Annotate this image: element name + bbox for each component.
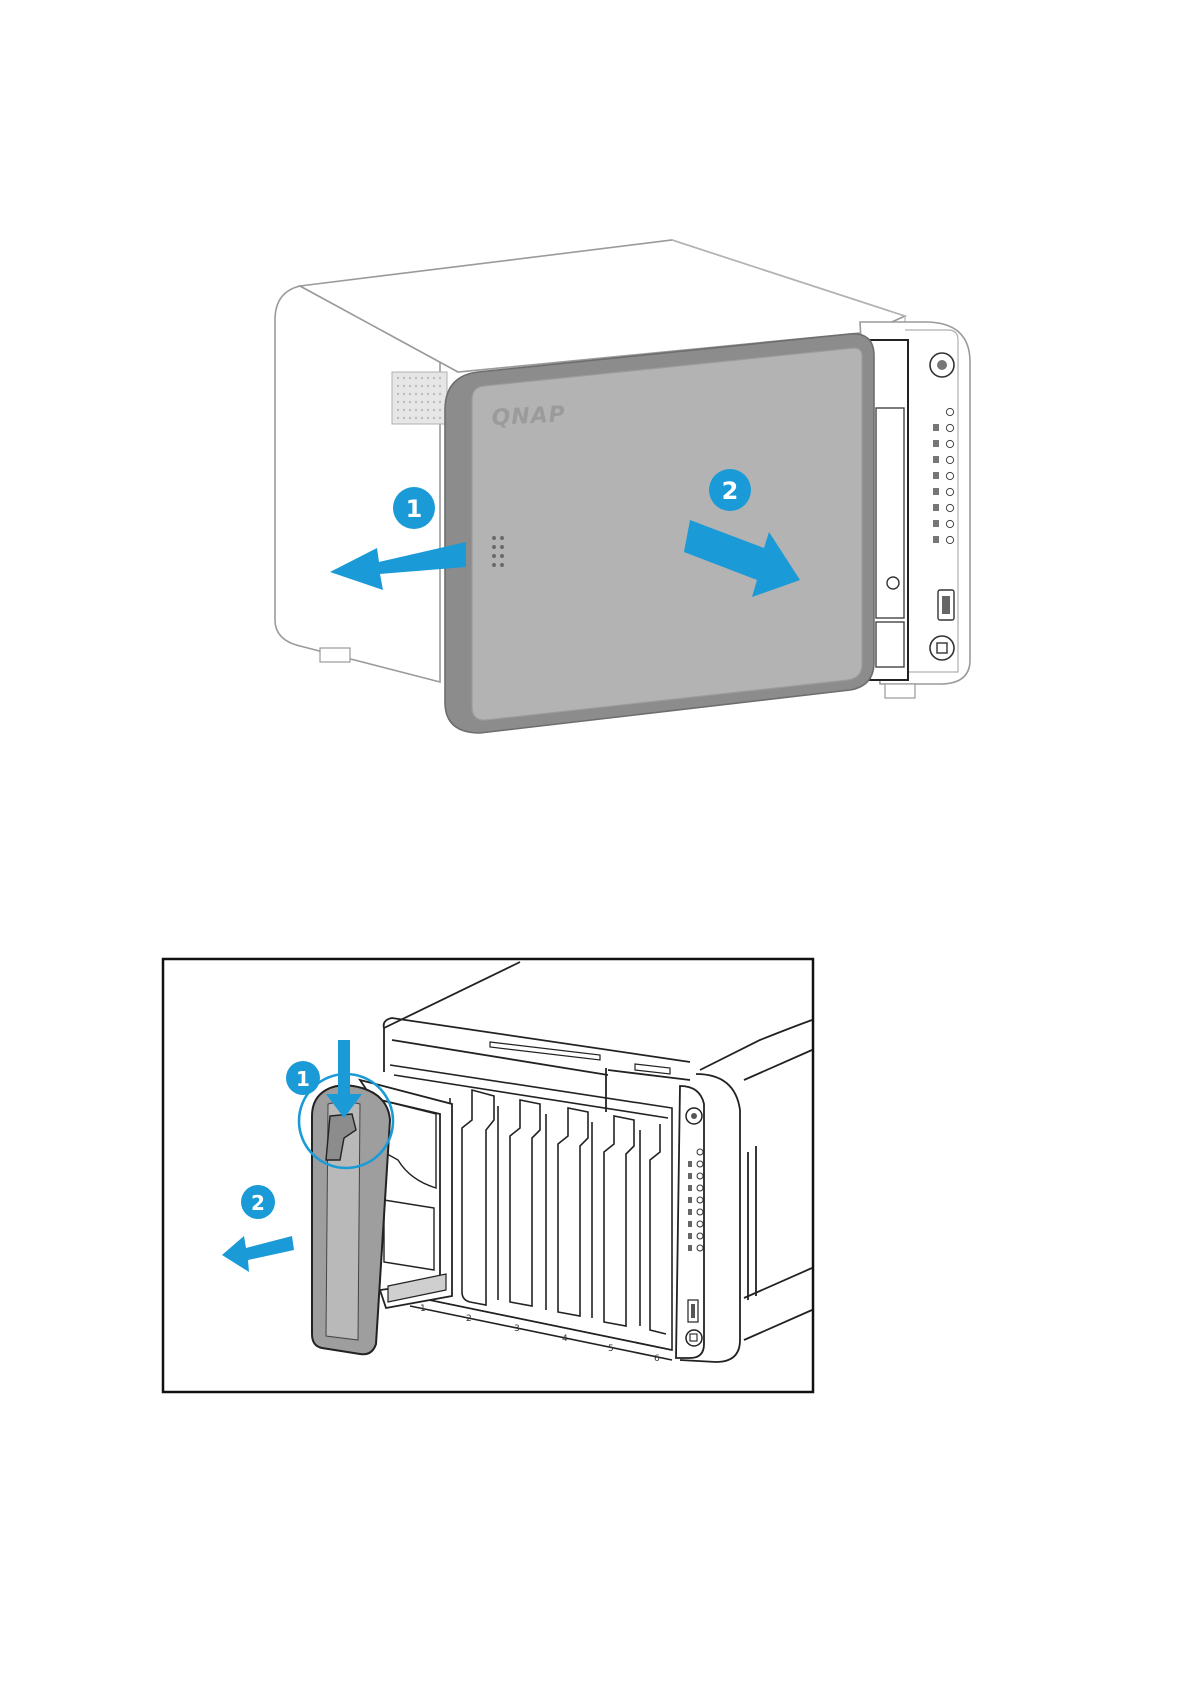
exposed-drive-bay xyxy=(870,340,908,680)
figure-remove-drive-tray: 1 2 3 4 5 6 1 2 xyxy=(0,900,1191,1460)
figure-frame xyxy=(163,959,813,1392)
power-button-icon[interactable] xyxy=(930,353,954,377)
figure-remove-front-cover: QNAP 1 2 xyxy=(0,0,1191,800)
step-2-badge: 2 xyxy=(709,469,751,511)
step-2-badge: 2 xyxy=(241,1185,275,1219)
usb-port-icon[interactable] xyxy=(688,1300,698,1322)
copy-button-icon[interactable] xyxy=(930,636,954,660)
front-panel xyxy=(676,1086,704,1358)
copy-button-icon[interactable] xyxy=(686,1330,702,1346)
front-cover[interactable]: QNAP xyxy=(445,334,874,733)
step-1-badge: 1 xyxy=(286,1061,320,1095)
step-1-badge: 1 xyxy=(393,487,435,529)
bay-number: 1 xyxy=(420,1304,426,1314)
bay-number: 2 xyxy=(466,1314,472,1324)
svg-text:1: 1 xyxy=(296,1067,310,1091)
bay-number: 5 xyxy=(608,1344,614,1354)
bay-number: 4 xyxy=(562,1334,568,1344)
bay-number: 6 xyxy=(654,1354,660,1364)
svg-text:1: 1 xyxy=(406,495,423,523)
usb-port-icon[interactable] xyxy=(938,590,954,620)
svg-text:2: 2 xyxy=(722,477,739,505)
power-button-icon[interactable] xyxy=(686,1108,702,1124)
bay-number: 3 xyxy=(514,1324,520,1334)
qnap-logo: QNAP xyxy=(491,402,566,431)
svg-text:2: 2 xyxy=(251,1191,265,1215)
